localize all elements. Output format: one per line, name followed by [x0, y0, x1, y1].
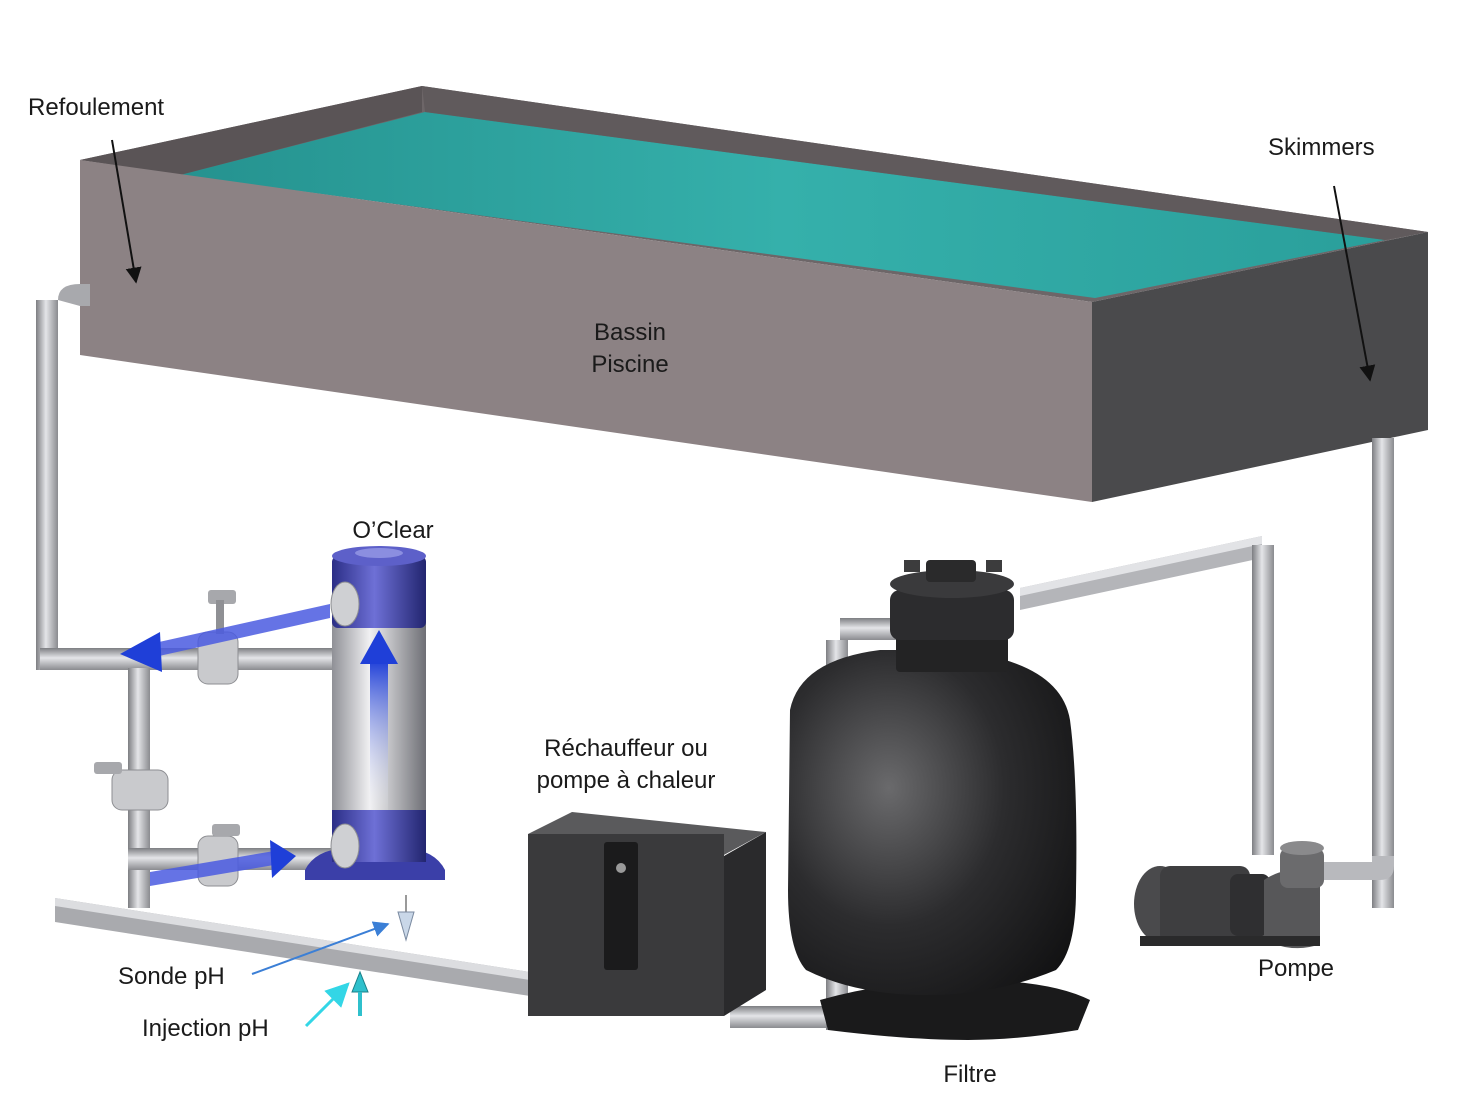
label-injection-ph: Injection pH: [142, 1015, 269, 1042]
basin-side-wall: [1092, 232, 1428, 502]
labels: Refoulement Skimmers Bassin Piscine O’Cl…: [28, 94, 1375, 1088]
injection-ph-pointer: [304, 982, 350, 1028]
heater-unit: [528, 812, 766, 1016]
oclear-unit: [305, 546, 445, 880]
label-sonde-ph: Sonde pH: [118, 963, 225, 990]
probe-marker: [397, 911, 415, 942]
basin-water: [180, 112, 1385, 298]
label-rechauffeur-line2: pompe à chaleur: [537, 767, 716, 794]
pool-basin: [80, 86, 1428, 502]
pump-unit: [1134, 841, 1324, 949]
label-bassin: Bassin: [594, 319, 666, 346]
label-pompe: Pompe: [1258, 955, 1334, 982]
label-refoulement: Refoulement: [28, 94, 164, 121]
label-piscine: Piscine: [591, 351, 668, 378]
label-rechauffeur-line1: Réchauffeur ou: [544, 735, 708, 762]
ph-markers: [351, 895, 415, 1016]
injection-marker: [351, 970, 369, 993]
sonde-ph-pointer: [251, 921, 390, 975]
sand-filter: [788, 560, 1090, 1040]
label-skimmers: Skimmers: [1268, 134, 1375, 161]
label-pointers: [111, 139, 1376, 1028]
label-oclear: O’Clear: [352, 517, 433, 544]
skimmers-pointer: [1333, 185, 1376, 382]
label-filtre: Filtre: [943, 1061, 996, 1088]
basin-front-wall: [80, 160, 1092, 502]
flow-arrows: [120, 604, 398, 886]
refoulement-pointer: [111, 139, 142, 284]
valves: [94, 590, 240, 887]
